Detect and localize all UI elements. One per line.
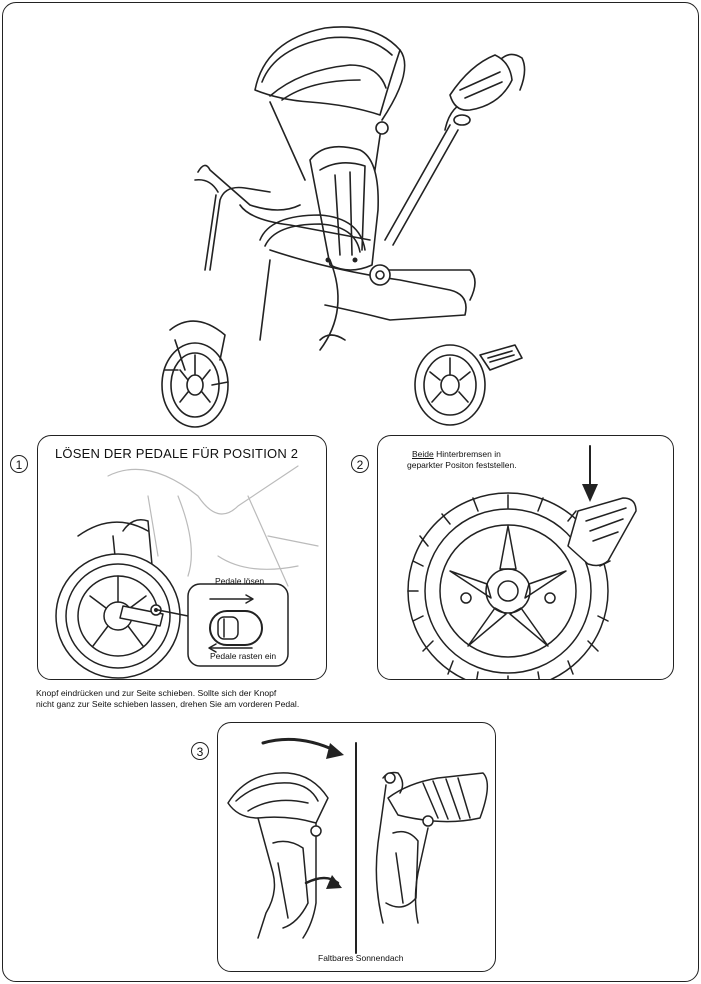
step-1-panel: 1 LÖSEN DER PEDALE FÜR POSITION 2 Pedale… [37,435,327,680]
step-3-caption: Faltbares Sonnendach [318,953,404,963]
step-1-caption-line-1: Knopf eindrücken und zur Seite schieben.… [36,688,277,698]
step-3-panel: Faltbares Sonnendach [217,722,496,972]
step-3-number-circle: 3 [191,742,209,760]
step-2-line-1-rest: Hinterbremsen in [433,449,501,459]
step-2-illustration [407,445,637,679]
step-1-label-lock: Pedale rasten ein [210,651,277,661]
step-2-number-circle: 2 [351,455,369,473]
step-1-title: LÖSEN DER PEDALE FÜR POSITION 2 [55,446,299,461]
step-1-number-circle: 1 [10,455,28,473]
step-2-panel: Beide Hinterbremsen in geparkter Positon… [377,435,674,680]
step-1-illustration [55,465,319,679]
tricycle-illustration [161,26,526,428]
step-2-underlined-word: Beide [412,449,434,459]
step-1-caption-line-2: nicht ganz zur Seite schieben lassen, dr… [36,699,300,709]
step-3-illustration [227,737,489,954]
step-2-instruction-line-2: geparkter Positon feststellen. [407,460,517,470]
step-1-label-release: Pedale lösen [215,576,265,586]
step-2-instruction-line-1: Beide Hinterbremsen in [412,449,501,460]
